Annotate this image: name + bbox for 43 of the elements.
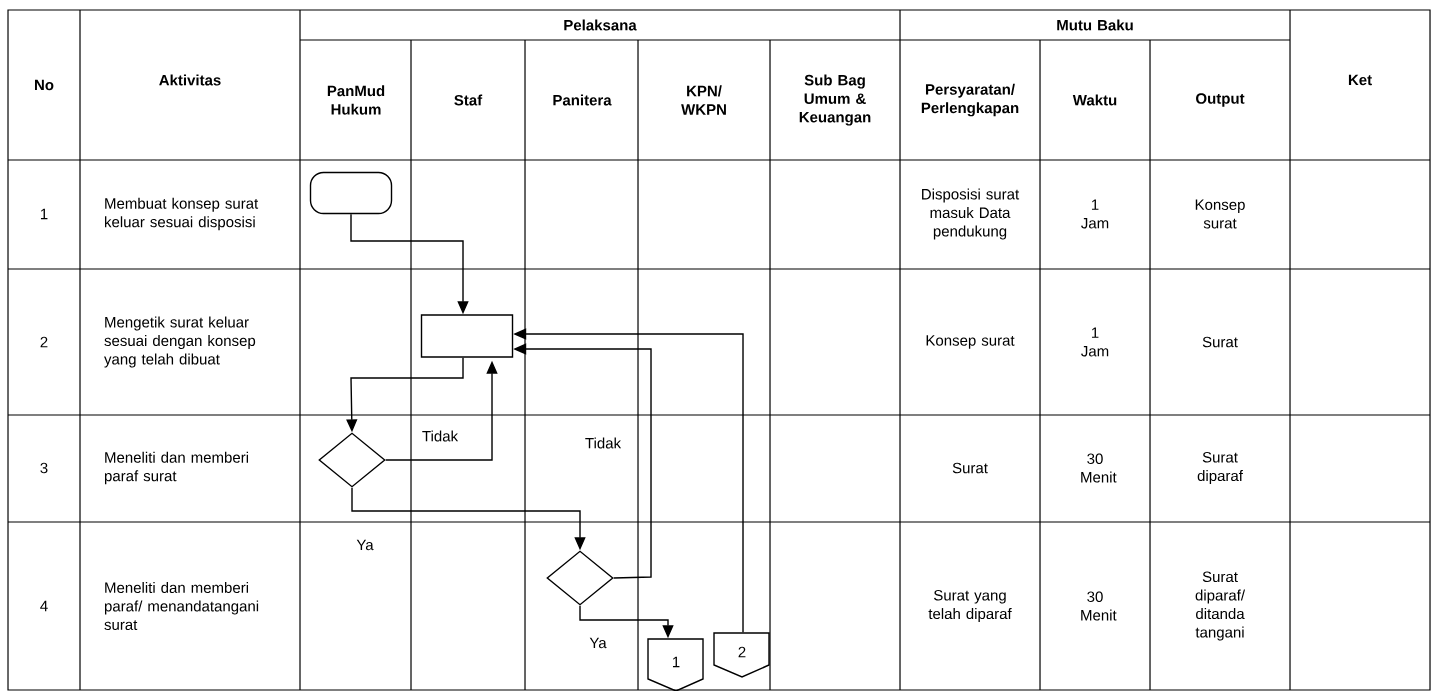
decision-diamond (318, 432, 386, 488)
process-box (420, 314, 514, 358)
edge-label: Ya (588, 636, 608, 650)
table-cell-text: Surat (1202, 336, 1238, 348)
table-cell-text: Persyaratan/ Perlengkapan (921, 83, 1019, 117)
table-cell-text: Surat yang telah diparaf (928, 589, 1012, 623)
table-cell-text: Meneliti dan memberi paraf surat (105, 451, 248, 485)
offpage-connector: 1 (647, 638, 704, 691)
edge-label: Tidak (420, 429, 460, 443)
table-cell-text: Staf (454, 94, 483, 106)
table-cell-text: Mutu Baku (1057, 19, 1133, 31)
edge-label: Tidak (583, 436, 623, 450)
table-cell-text: Surat diparaf (1197, 451, 1243, 485)
edge-label: Ya (355, 538, 375, 552)
table-cell-text: Disposisi surat masuk Data pendukung (922, 188, 1020, 240)
decision-diamond (546, 550, 614, 606)
table-cell-text: 30 Menit (1081, 453, 1117, 483)
table-cell-text: KPN/ WKPN (681, 85, 726, 115)
table-cell-text: 3 (40, 462, 48, 474)
table-cell-text: Mengetik surat keluar sesuai dengan konsep yang telah dibuat (104, 316, 256, 368)
table-cell-text: Ket (1348, 74, 1372, 86)
table-cell-text: 2 (40, 336, 48, 348)
offpage-connector: 2 (713, 632, 770, 678)
table-cell-text: 1 Jam (1081, 199, 1109, 229)
table-cell-text: Sub Bag Umum & Keuangan (799, 74, 871, 126)
table-cell-text: Output (1196, 93, 1245, 107)
table-cell-text: Surat diparaf/ ditanda tangani (1195, 571, 1246, 641)
table-cell-text: Panitera (553, 94, 612, 106)
table-cell-text: Membuat konsep surat keluar sesuai disposisi (105, 197, 259, 231)
table-cell-text: 1 Jam (1081, 327, 1109, 357)
table-cell-text: Pelaksana (564, 19, 637, 31)
terminator (309, 171, 393, 215)
table-cell-text: Surat (952, 462, 988, 474)
table-cell-text: Konsep surat (926, 335, 1015, 349)
table-cell-text: Aktivitas (159, 74, 221, 86)
table-cell-text: 30 Menit (1081, 591, 1117, 621)
table-cell-text: Meneliti dan memberi paraf/ menandatangani surat (104, 582, 259, 630)
table-cell-text: 4 (40, 600, 48, 612)
table-cell-text: No (35, 79, 54, 91)
table-cell-text: Konsep surat (1195, 199, 1245, 229)
table-cell-text: 1 (41, 208, 48, 220)
table-cell-text: Waktu (1072, 94, 1117, 106)
table-cell-text: PanMud Hukum (327, 85, 385, 115)
